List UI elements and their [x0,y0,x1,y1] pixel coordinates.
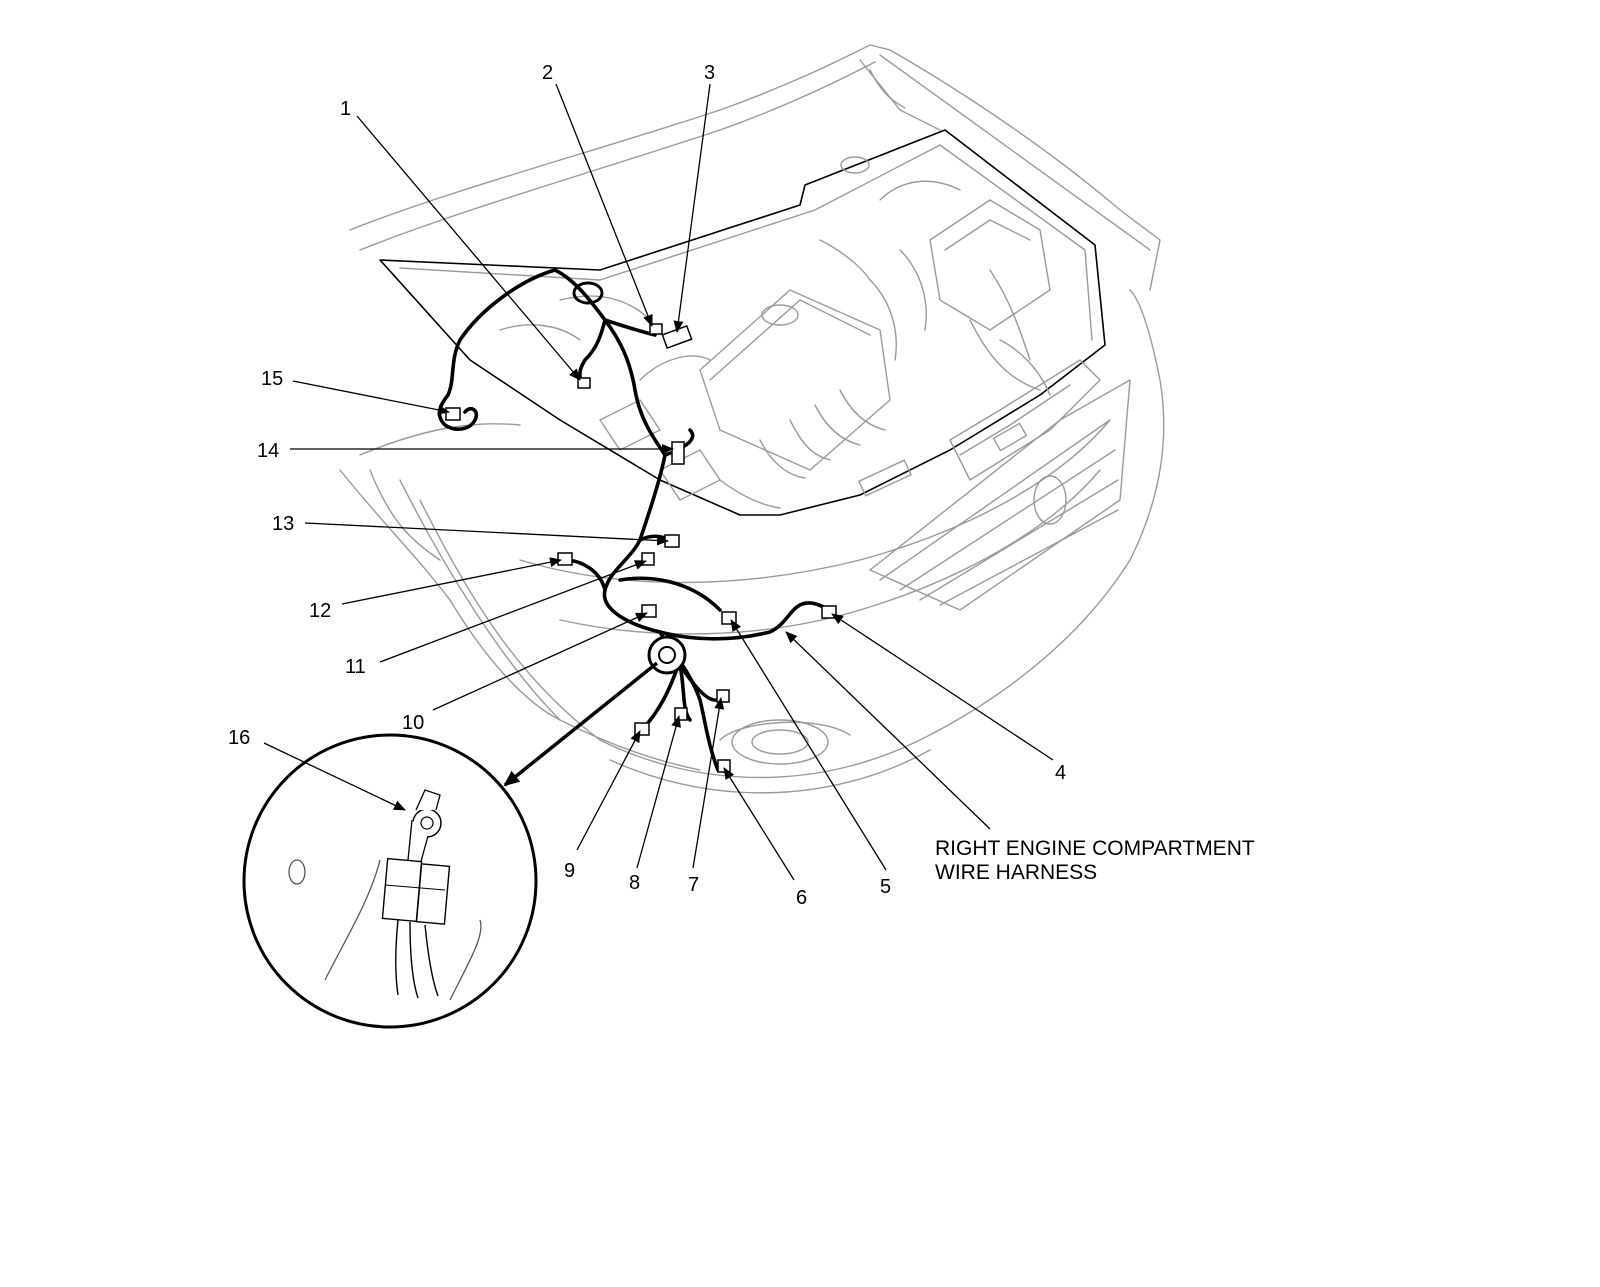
leader-harness [785,631,991,830]
callout-16: 16 [228,727,250,749]
callout-2: 2 [542,62,553,84]
leader-9 [576,730,641,851]
callout-11: 11 [345,656,366,678]
connector-9 [634,722,650,736]
wire-harness [437,268,832,772]
detail-link-line [503,661,659,787]
leader-6 [723,767,795,881]
leader-5 [730,619,887,871]
leader-8 [636,715,681,869]
connector-4 [821,605,837,619]
leader-7 [692,697,725,869]
callout-8: 8 [629,872,640,894]
leader-2 [555,83,653,327]
callout-7: 7 [688,874,699,896]
harness-label: RIGHT ENGINE COMPARTMENT WIRE HARNESS [935,837,1255,884]
leader-4 [831,613,1054,761]
leader-13 [304,522,669,546]
leader-16 [263,742,406,811]
callout-4: 4 [1055,762,1066,784]
callout-13: 13 [272,513,294,535]
callout-15: 15 [261,368,283,390]
callout-6: 6 [796,887,807,909]
connector-2 [649,323,663,335]
leader-10 [432,612,648,711]
callout-10: 10 [402,712,424,734]
leader-1 [356,115,581,381]
connector-6 [717,759,731,773]
callout-3: 3 [704,62,715,84]
callout-14: 14 [257,440,279,462]
connector-12 [557,552,573,566]
leader-15 [292,380,450,415]
connector-11 [641,552,655,566]
detail-view [242,661,659,1029]
leader-12 [341,557,562,605]
harness-label-line2: WIRE HARNESS [935,861,1097,884]
leader-3 [673,83,711,333]
connector-8 [674,707,688,721]
connector-15 [445,407,461,421]
connector-14 [671,441,685,465]
callout-1: 1 [340,98,351,120]
connector-1 [577,377,591,389]
callout-numbers: 1 2 3 4 5 6 7 8 9 10 11 12 13 14 15 16 [228,62,1066,909]
callout-5: 5 [880,876,891,898]
detail-circle [242,733,538,1029]
leader-11 [379,560,647,663]
leader-lines [263,83,1054,881]
connectors [445,323,837,773]
connector-10 [641,604,657,618]
harness-label-line1: RIGHT ENGINE COMPARTMENT [935,837,1255,860]
callout-9: 9 [564,860,575,882]
connector-7 [716,689,730,703]
car-illustration [339,44,1165,794]
callout-12: 12 [309,600,331,622]
connector-5 [721,611,737,625]
